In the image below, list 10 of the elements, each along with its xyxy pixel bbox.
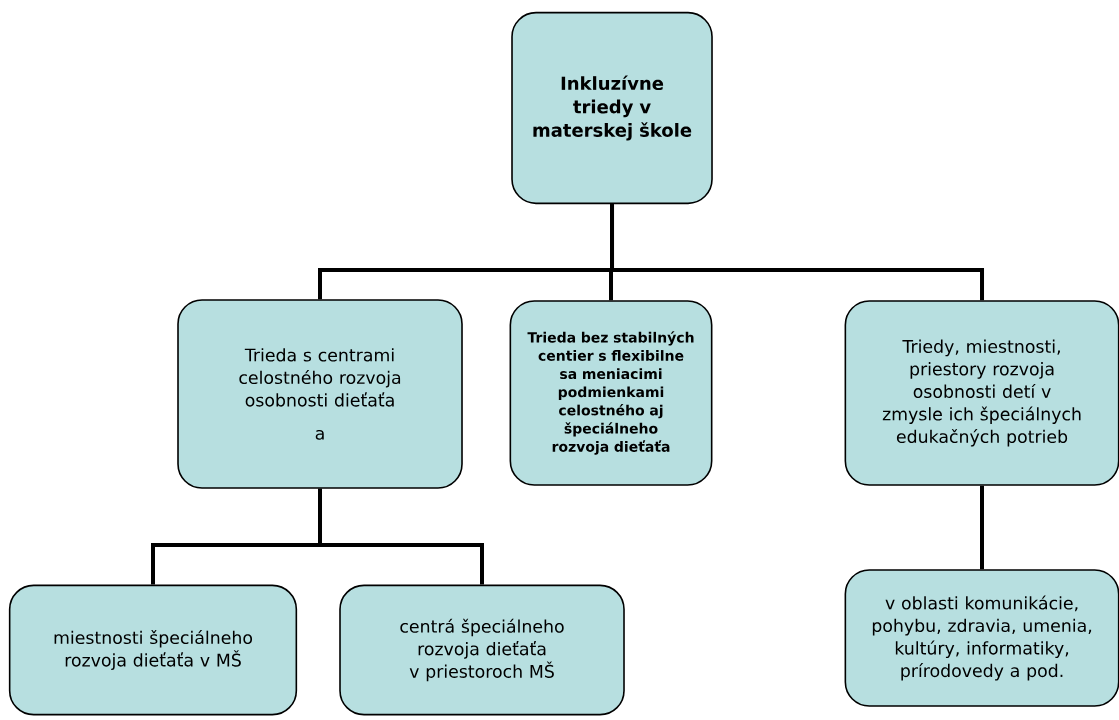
rounded-box: Inkluzívne triedy v materskej škole	[511, 11, 713, 205]
connector-line	[610, 204, 984, 301]
rounded-box: Trieda bez stabilných centier s flexibilne sa meniacimi podmienkami celostného aj špeciálneho rozvoja dieťaťa	[509, 300, 713, 486]
rounded-box: Triedy, miestnosti, priestory rozvoja osobnosti detí v zmysle ich špeciálnych edukačných potrieb	[844, 300, 1119, 486]
rounded-box: miestnosti špeciálneho rozvoja dieťaťa v MŠ	[8, 584, 298, 716]
rounded-box: v oblasti komunikácie, pohybu, zdravia, umenia, kultúry, informatiky, prírodovedy a pod.	[844, 569, 1119, 707]
connector-line	[980, 485, 984, 570]
connector-line	[318, 488, 484, 585]
rounded-box: centrá špeciálneho rozvoja dieťaťa v priestoroch MŠ	[339, 584, 625, 716]
rounded-box: Trieda s centrami celostného rozvoja osobnosti dieťaťa a	[177, 299, 463, 489]
